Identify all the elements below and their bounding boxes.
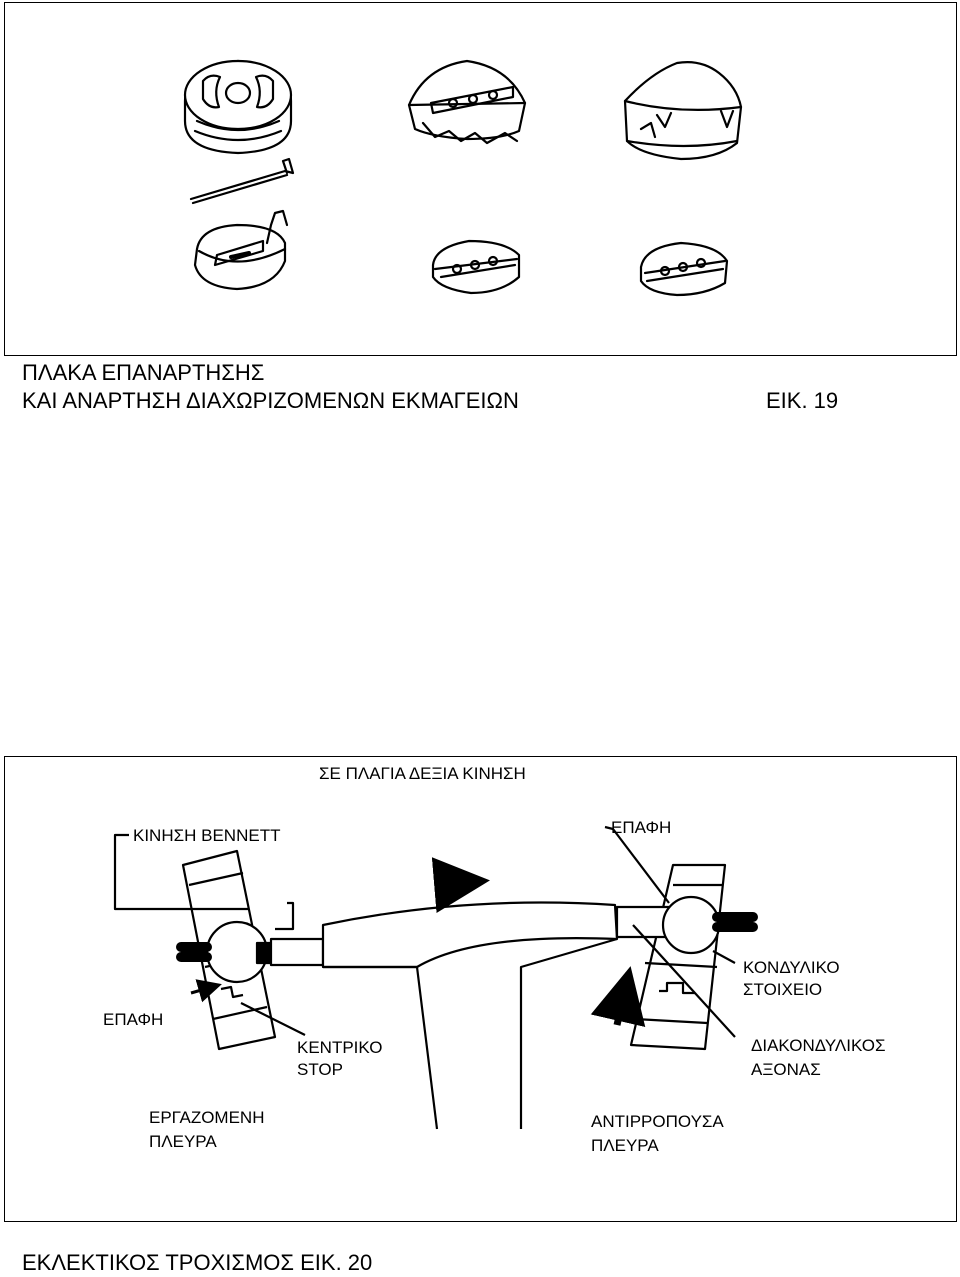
allen-key bbox=[189, 157, 295, 205]
label-balancing-2: ΠΛΕΥΡΑ bbox=[591, 1136, 659, 1155]
fig19-number: ΕΙΚ. 19 bbox=[766, 388, 839, 413]
left-rod bbox=[269, 937, 325, 967]
small-split-plate-1 bbox=[431, 239, 521, 295]
fig20-title: ΣΕ ΠΛΑΓΙΑ ΔΕΞΙΑ ΚΙΝΗΣΗ bbox=[319, 764, 526, 783]
intercondylar-leader bbox=[632, 924, 736, 1038]
contact-left-arrow bbox=[190, 979, 222, 1003]
central-stop-leader bbox=[240, 1002, 306, 1036]
toothed-plate bbox=[623, 61, 743, 161]
fig19-caption-line1: ΠΛΑΚΑ ΕΠΑΝΑΡΤΗΣΗΣ bbox=[22, 360, 265, 385]
split-cast-plate bbox=[407, 59, 527, 145]
right-condyle-shaft bbox=[712, 912, 758, 932]
figure-19-frame bbox=[4, 2, 957, 356]
bennett-bracket bbox=[275, 901, 295, 931]
label-contact-left: ΕΠΑΦΗ bbox=[103, 1010, 163, 1029]
mounting-plates-illustration bbox=[183, 59, 743, 297]
round-mounting-plate bbox=[183, 59, 293, 155]
movement-arrow-right bbox=[431, 857, 490, 913]
left-condyle-shaft bbox=[176, 942, 212, 962]
condyle-leader bbox=[712, 950, 736, 964]
left-shaft-collar bbox=[255, 941, 273, 965]
right-vertical-post bbox=[519, 937, 618, 1129]
label-contact-right: ΕΠΑΦΗ bbox=[611, 818, 671, 837]
contact-right-leader bbox=[604, 825, 670, 904]
movement-arrow-up bbox=[590, 966, 646, 1028]
fig19-caption-line2: ΚΑΙ ΑΝΑΡΤΗΣΗ ΔΙΑΧΩΡΙΖΟΜΕΝΩΝ ΕΚΜΑΓΕΙΩΝ bbox=[22, 388, 519, 413]
bennett-leader bbox=[113, 833, 249, 911]
label-bennett: ΚΙΝΗΣΗ BENNETT bbox=[133, 826, 280, 845]
label-condyle-2: ΣΤΟΙΧΕΙΟ bbox=[743, 980, 822, 999]
label-working-2: ΠΛΕΥΡΑ bbox=[149, 1132, 217, 1151]
label-working-1: ΕΡΓΑΖΟΜΕΝΗ bbox=[149, 1108, 264, 1127]
small-split-plate-2 bbox=[639, 241, 729, 297]
upper-member-body bbox=[321, 901, 619, 969]
label-balancing-1: ΑΝΤΙΡΡΟΠΟΥΣΑ bbox=[591, 1112, 724, 1131]
selective-grinding-diagram: ΣΕ ΠΛΑΓΙΑ ΔΕΞΙΑ ΚΙΝΗΣΗ ΚΙΝΗΣΗ BENNETT ΕΠ… bbox=[103, 764, 886, 1155]
label-condyle-1: ΚΟΝΔΥΛΙΚΟ bbox=[743, 958, 840, 977]
label-intercondylar-1: ΔΙΑΚΟΝΔΥΛΙΚΟΣ bbox=[751, 1036, 886, 1055]
left-vertical-post bbox=[323, 965, 439, 1130]
label-central-stop-1: ΚΕΝΤΡΙΚΟ bbox=[297, 1038, 382, 1057]
label-intercondylar-2: ΑΞΟΝΑΣ bbox=[751, 1060, 821, 1079]
right-condyle bbox=[661, 895, 721, 955]
right-condylar-housing bbox=[629, 863, 727, 1051]
small-plate-with-screw bbox=[193, 209, 289, 291]
figure-20-frame: ΣΕ ΠΛΑΓΙΑ ΔΕΞΙΑ ΚΙΝΗΣΗ ΚΙΝΗΣΗ BENNETT ΕΠ… bbox=[4, 756, 957, 1222]
label-central-stop-2: STOP bbox=[297, 1060, 343, 1079]
fig20-caption: ΕΚΛΕΚΤΙΚΟΣ ΤΡΟΧΙΣΜΟΣ ΕΙΚ. 20 bbox=[22, 1250, 373, 1275]
